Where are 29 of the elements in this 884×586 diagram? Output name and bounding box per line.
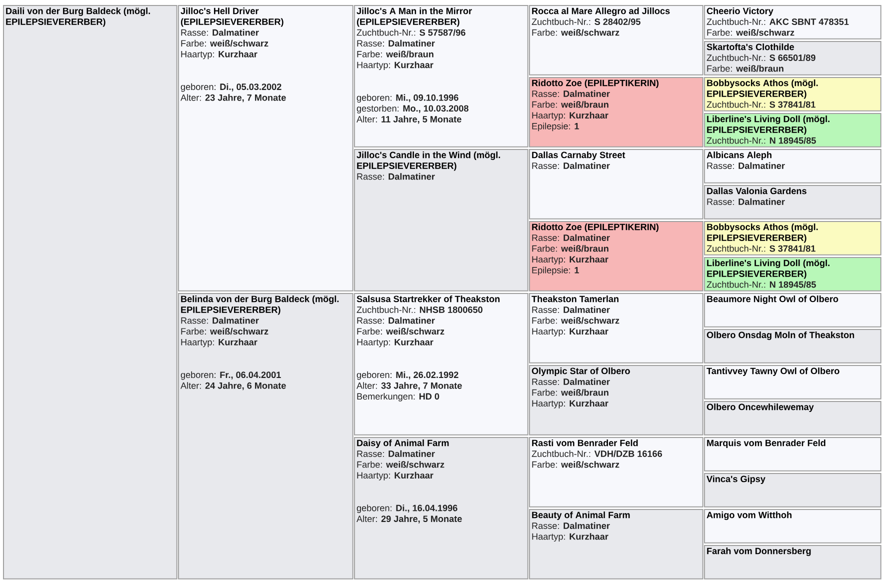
pedigree-cell: Daisy of Animal Farm Rasse: Dalmatiner Farbe: weiß/schwarz Haartyp: Kurzhaar geboren: Di., 16.04.1996 Alter: 29 Jahre, 5 Monate — [354, 437, 528, 580]
pedigree-cell: Olbero Oncewhilewemay — [704, 401, 882, 436]
pedigree-cell: Dallas Valonia Gardens Rasse: Dalmatiner — [704, 185, 882, 220]
pedigree-cell: Skartofta's Clothilde Zuchtbuch-Nr.: S 66501/89 Farbe: weiß/braun — [704, 41, 882, 76]
pedigree-cell: Vinca's Gipsy — [704, 473, 882, 508]
pedigree-cell: Jilloc's Candle in the Wind (mögl. EPILEPSIEVERERBER) Rasse: Dalmatiner — [354, 149, 528, 292]
pedigree-cell: Beauty of Animal Farm Rasse: Dalmatiner Haartyp: Kurzhaar — [529, 509, 704, 580]
pedigree-cell: Rocca al Mare Allegro ad Jillocs Zuchtbuch-Nr.: S 28402/95 Farbe: weiß/schwarz — [529, 5, 704, 76]
pedigree-cell: Cheerio Victory Zuchtbuch-Nr.: AKC SBNT 478351 Farbe: weiß/schwarz — [704, 5, 882, 40]
pedigree-cell: Tantivvey Tawny Owl of Olbero — [704, 365, 882, 400]
pedigree-cell: Jilloc's A Man in the Mirror (EPILEPSIEVERERBER) Zuchtbuch-Nr.: S 57587/96 Rasse: Dalmatiner Farbe: weiß/braun Haartyp: Kurzhaar geboren: Mi., 09.10.1996 gestorben: Mo., 10.03.2008 Alter: 11 Jahre, 5 Monate — [354, 5, 528, 148]
pedigree-cell: Ridotto Zoe (EPILEPTIKERIN) Rasse: Dalmatiner Farbe: weiß/braun Haartyp: Kurzhaar Epilepsie: 1 — [529, 221, 704, 292]
pedigree-cell: Bobbysocks Athos (mögl. EPILEPSIEVERERBER) Zuchtbuch-Nr.: S 37841/81 — [704, 77, 882, 112]
pedigree-cell: Amigo vom Witthoh — [704, 509, 882, 544]
pedigree-cell: Salsusa Startrekker of Theakston Zuchtbuch-Nr.: NHSB 1800650 Rasse: Dalmatiner Farbe: weiß/schwarz Haartyp: Kurzhaar geboren: Mi., 26.02.1992 Alter: 33 Jahre, 7 Monate Bemerkungen: HD 0 — [354, 293, 528, 436]
pedigree-cell: Farah vom Donnersberg — [704, 545, 882, 580]
pedigree-cell: Marquis vom Benrader Feld — [704, 437, 882, 472]
pedigree-cell: Olympic Star of Olbero Rasse: Dalmatiner Farbe: weiß/braun Haartyp: Kurzhaar — [529, 365, 704, 436]
pedigree-cell: Rasti vom Benrader Feld Zuchtbuch-Nr.: VDH/DZB 16166 Farbe: weiß/schwarz — [529, 437, 704, 508]
pedigree-cell: Olbero Onsdag Moln of Theakston — [704, 329, 882, 364]
pedigree-cell: Theakston Tamerlan Rasse: Dalmatiner Farbe: weiß/schwarz Haartyp: Kurzhaar — [529, 293, 704, 364]
pedigree-cell: Bobbysocks Athos (mögl. EPILEPSIEVERERBER) Zuchtbuch-Nr.: S 37841/81 — [704, 221, 882, 256]
pedigree-cell: Daili von der Burg Baldeck (mögl. EPILEPSIEVERERBER) — [3, 5, 178, 580]
pedigree-cell: Dallas Carnaby Street Rasse: Dalmatiner — [529, 149, 704, 220]
pedigree-cell: Liberline's Living Doll (mögl. EPILEPSIEVERERBER) Zuchtbuch-Nr.: N 18945/85 — [704, 257, 882, 292]
pedigree-cell: Ridotto Zoe (EPILEPTIKERIN) Rasse: Dalmatiner Farbe: weiß/braun Haartyp: Kurzhaar Epilepsie: 1 — [529, 77, 704, 148]
pedigree-cell: Liberline's Living Doll (mögl. EPILEPSIEVERERBER) Zuchtbuch-Nr.: N 18945/85 — [704, 113, 882, 148]
pedigree-cell: Albicans Aleph Rasse: Dalmatiner — [704, 149, 882, 184]
pedigree-cell: Beaumore Night Owl of Olbero — [704, 293, 882, 328]
